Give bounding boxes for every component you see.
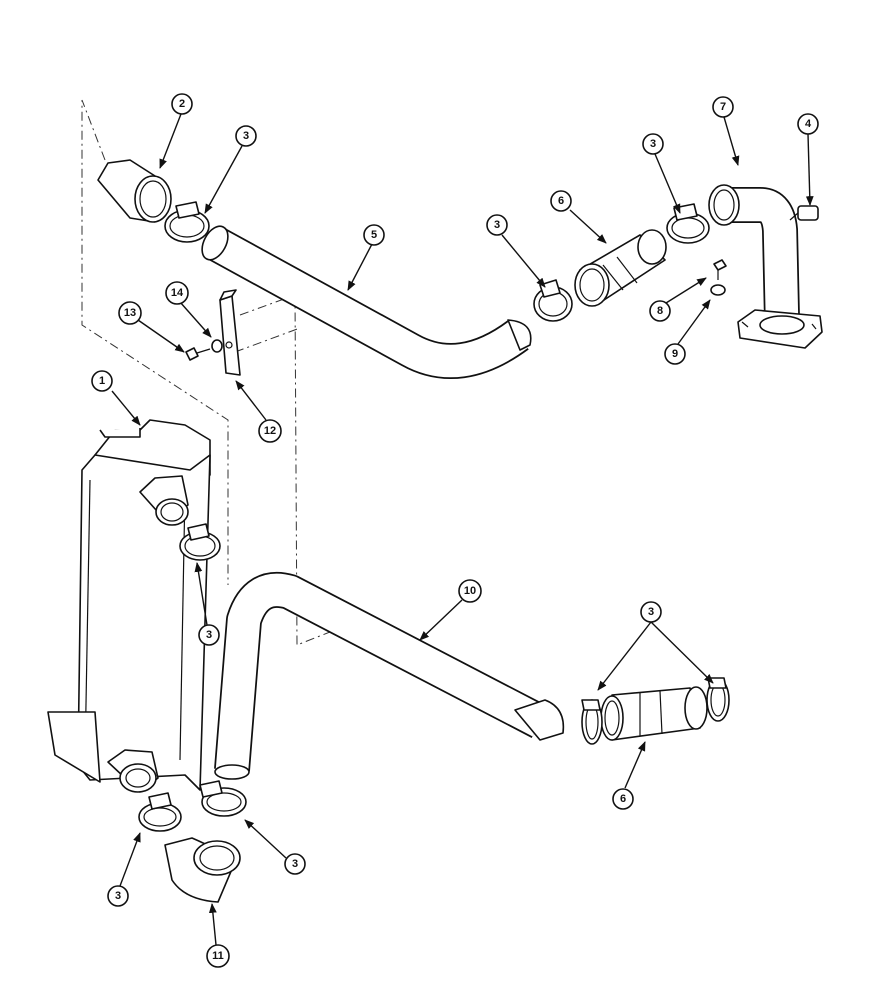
capscrew (713, 259, 727, 280)
callout-3: 3 (198, 624, 220, 646)
hose-lower (600, 686, 708, 741)
washer (710, 284, 726, 296)
callout-10: 10 (458, 579, 482, 603)
callout-10-label: 10 (464, 585, 476, 597)
callout-7: 7 (712, 96, 734, 118)
callout-3: 3 (486, 214, 508, 236)
callout-6: 6 (550, 190, 572, 212)
callout-3-label: 3 (115, 890, 121, 902)
outlet-elbow (708, 184, 823, 349)
callout-11-label: 11 (212, 950, 224, 962)
intercooler (47, 419, 211, 793)
hose-clamp (706, 677, 730, 722)
callout-3: 3 (642, 133, 664, 155)
callout-3-label: 3 (650, 138, 656, 150)
bolt-13 (185, 347, 211, 361)
elbow-hose-lower (164, 837, 241, 903)
callout-7-label: 7 (720, 101, 726, 113)
leader-lines (111, 113, 814, 946)
assembly-guide-lines (81, 99, 336, 646)
callout-4-label: 4 (805, 118, 812, 130)
hose-clamp (666, 203, 710, 244)
callout-12: 12 (258, 419, 282, 443)
hose-upper (574, 229, 667, 307)
sensor-plug (789, 205, 819, 221)
callout-3: 3 (235, 125, 257, 147)
callout-6-label: 6 (558, 195, 564, 207)
callout-13-label: 13 (124, 307, 136, 319)
callout-9-label: 9 (672, 348, 678, 360)
callout-3-label: 3 (648, 606, 654, 618)
callout-3-label: 3 (243, 130, 249, 142)
callout-3-label: 3 (206, 629, 212, 641)
lower-tube (214, 571, 565, 780)
callout-13: 13 (118, 301, 142, 325)
callout-3: 3 (640, 601, 662, 623)
callout-12-label: 12 (264, 425, 276, 437)
callout-11: 11 (206, 944, 230, 968)
callout-3: 3 (107, 885, 129, 907)
hose-clamp (179, 523, 221, 561)
callout-9: 9 (664, 343, 686, 365)
callout-14: 14 (165, 281, 189, 305)
callout-5-label: 5 (371, 229, 377, 241)
hose-clamp (581, 699, 603, 745)
callout-3-label: 3 (292, 858, 298, 870)
callout-1: 1 (91, 370, 113, 392)
callout-8: 8 (649, 300, 671, 322)
bracket (219, 289, 241, 376)
callout-2: 2 (171, 93, 193, 115)
elbow-hose-upper (97, 159, 172, 223)
callout-4: 4 (797, 113, 819, 135)
callout-2-label: 2 (179, 98, 185, 110)
hose-clamp (164, 201, 210, 243)
callout-6: 6 (612, 788, 634, 810)
callout-1-label: 1 (99, 375, 105, 387)
hose-clamp (138, 792, 182, 832)
hose-clamp (533, 279, 573, 322)
callout-3: 3 (284, 853, 306, 875)
upper-tube (201, 225, 532, 380)
callout-5: 5 (363, 224, 385, 246)
callout-14-label: 14 (171, 287, 184, 299)
callout-8-label: 8 (657, 305, 663, 317)
hose-clamp (199, 780, 247, 817)
washer-14 (211, 339, 223, 353)
callout-3-label: 3 (494, 219, 500, 231)
callout-6-label: 6 (620, 793, 626, 805)
